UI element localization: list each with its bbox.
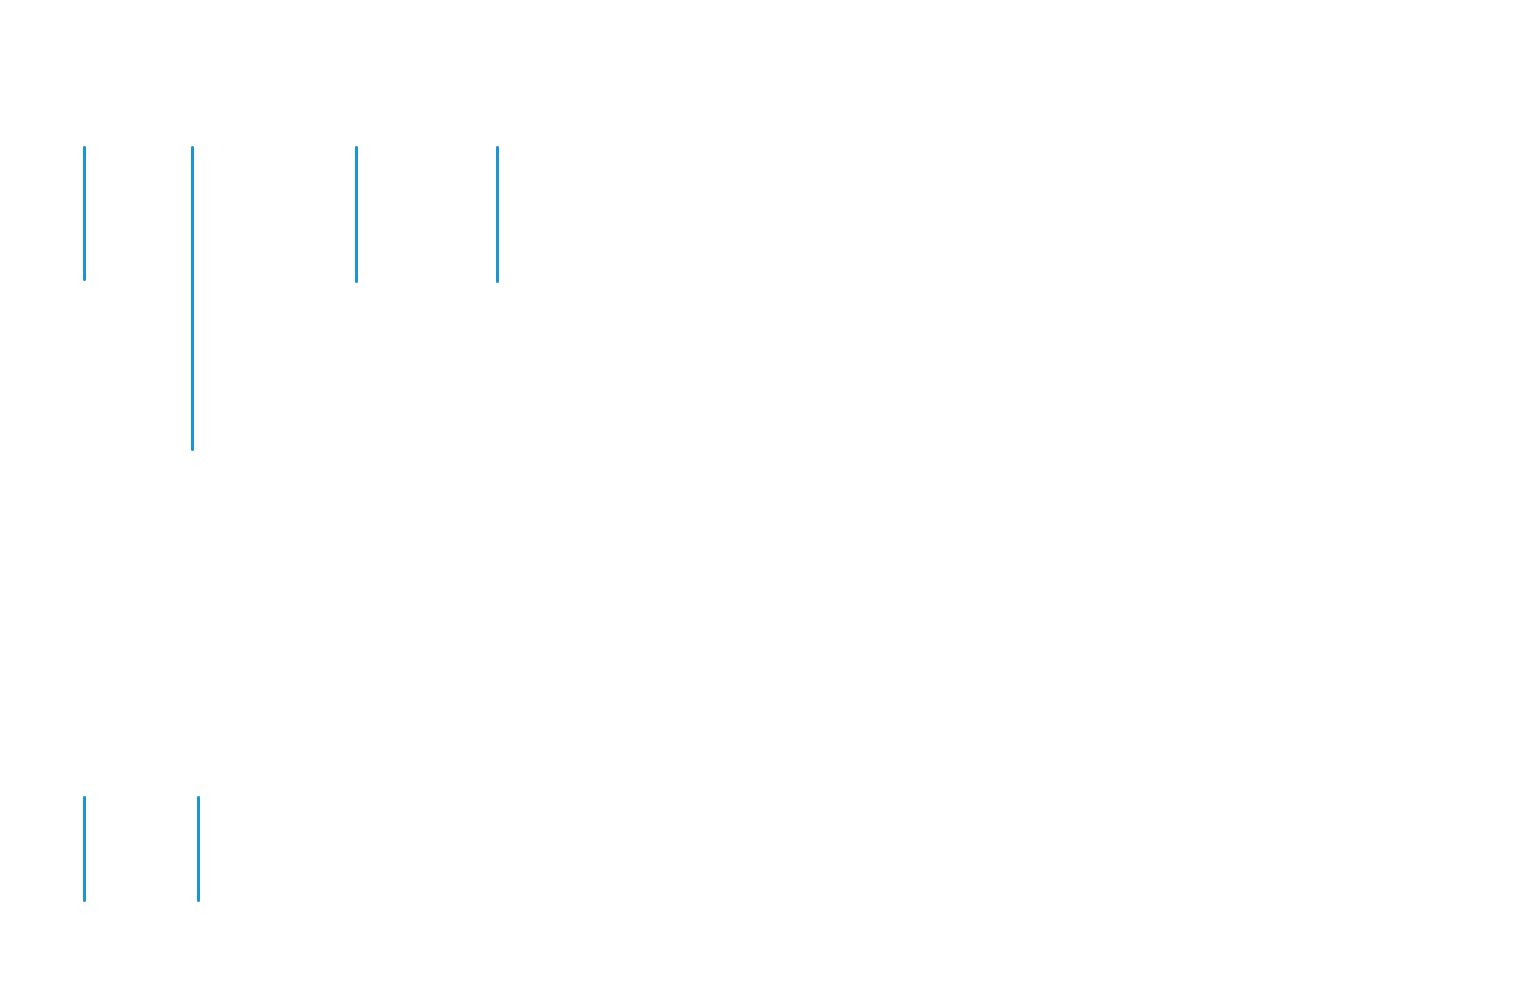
vertical-bar <box>196 796 200 902</box>
vertical-bar <box>496 146 499 283</box>
vertical-bar <box>355 146 358 283</box>
vertical-bar <box>82 796 86 902</box>
vertical-bar <box>190 146 194 451</box>
vertical-bar <box>82 146 86 281</box>
